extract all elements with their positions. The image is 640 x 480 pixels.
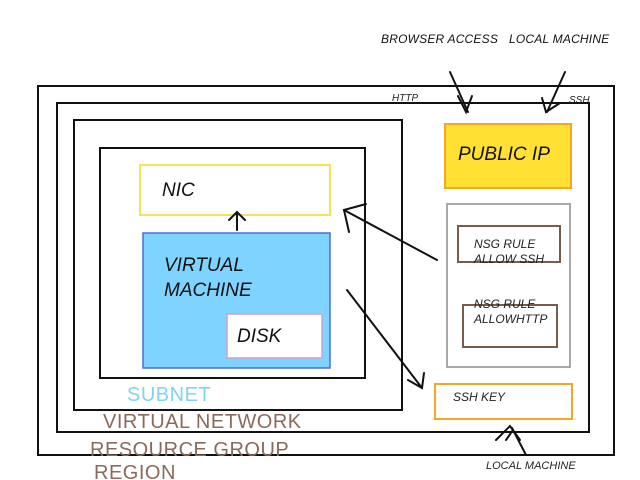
http-label: HTTP: [392, 93, 419, 104]
virtual-network-label: VIRTUAL NETWORK: [103, 411, 302, 433]
nic-label: NIC: [162, 180, 195, 201]
virtual-machine-label-line2: MACHINE: [164, 280, 252, 301]
resource-group-box: [56, 102, 590, 433]
subnet-label: SUBNET: [127, 384, 212, 406]
ssh-arrow: [541, 71, 566, 114]
nsg-to-nic-arrow: [342, 203, 438, 261]
browser-access-label: BROWSER ACCESS: [381, 32, 499, 46]
resource-group-label: RESOURCE GROUP: [90, 439, 290, 461]
virtual-network-box: [73, 119, 403, 411]
ssh-key-label: SSH KEY: [453, 390, 506, 404]
local-machine-ssh-arrow: [495, 424, 527, 456]
local-machine-top-label: LOCAL MACHINE: [509, 32, 610, 46]
ssh-label: SSH: [569, 95, 590, 106]
nsg-rule-ssh-label-line1: NSG RULE: [474, 237, 536, 251]
region-label: REGION: [94, 462, 176, 480]
http-arrow: [449, 71, 473, 115]
nsg-rule-http-label-line1: NSG RULE: [474, 297, 536, 311]
nsg-group-box: [446, 203, 571, 368]
nsg-rule-ssh-box: [457, 225, 561, 263]
virtual-machine-label-line1: VIRTUAL: [164, 255, 244, 276]
nsg-rule-http-label-line2: ALLOWHTTP: [474, 312, 548, 326]
nic-box: [139, 164, 331, 216]
disk-box: [226, 313, 323, 359]
ssh-key-box: [434, 383, 573, 420]
disk-label: DISK: [237, 326, 282, 347]
local-machine-bottom-label: LOCAL MACHINE: [486, 460, 576, 472]
region-box: [37, 85, 615, 456]
subnet-box: [99, 147, 366, 379]
nsg-rule-ssh-label-line2: ALLOW SSH: [474, 252, 545, 266]
nsg-rule-http-box: [462, 304, 558, 348]
vm-to-ssh-key-arrow: [346, 289, 425, 390]
vm-to-nic-arrow: [228, 210, 246, 231]
public-ip-box: [444, 123, 572, 189]
public-ip-label: PUBLIC IP: [458, 144, 550, 165]
